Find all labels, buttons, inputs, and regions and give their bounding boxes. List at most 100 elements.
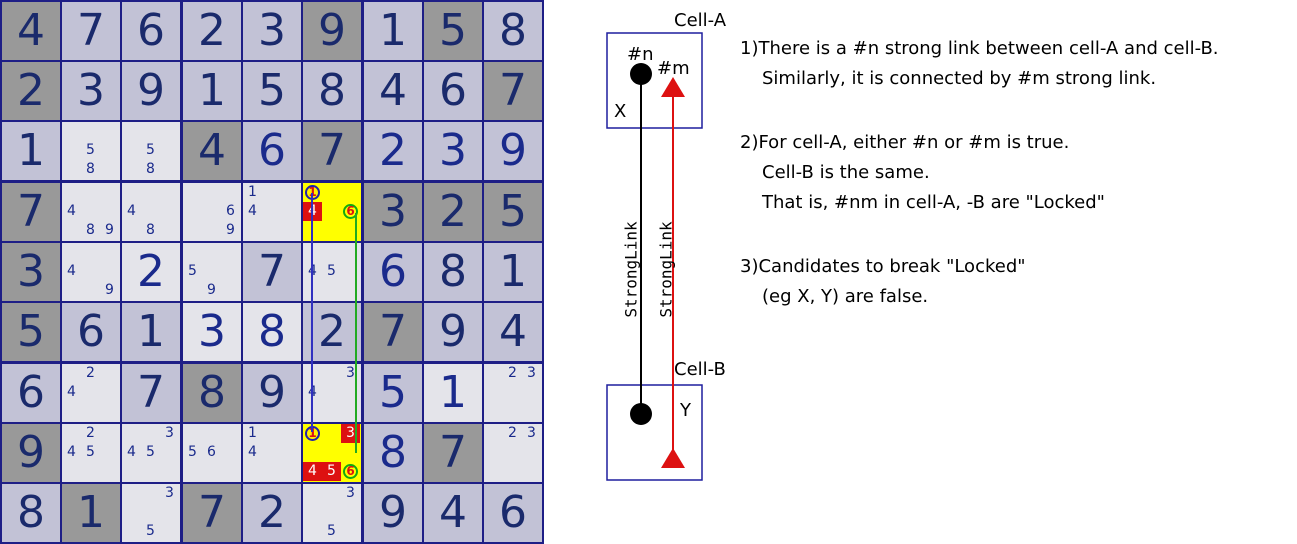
candidate-digit: 5 <box>146 523 155 539</box>
candidate-digit: 8 <box>146 161 155 177</box>
given-cell: 1 <box>183 62 241 120</box>
given-cell: 1 <box>484 243 542 301</box>
explanation-line: Similarly, it is connected by #m strong … <box>762 68 1157 89</box>
candidate-digit: 9 <box>105 222 114 238</box>
candidate-digit: 4 <box>67 444 76 460</box>
x-candidate-label: X <box>614 101 627 122</box>
given-cell: 5 <box>484 183 542 241</box>
given-cell: 9 <box>424 303 482 361</box>
given-cell: 7 <box>364 303 422 361</box>
given-cell: 7 <box>303 122 361 180</box>
candidate-digit: 5 <box>146 444 155 460</box>
candidate-digit: 4 <box>248 203 257 219</box>
given-cell: 7 <box>183 484 241 542</box>
given-cell: 5 <box>424 2 482 60</box>
candidate-digit: 2 <box>508 365 517 381</box>
given-cell: 3 <box>62 62 120 120</box>
given-cell: 2 <box>183 2 241 60</box>
given-cell: 4 <box>484 303 542 361</box>
given-cell: 4 <box>2 2 60 60</box>
solved-cell: 3 <box>183 303 241 361</box>
candidate-digit: 1 <box>248 425 257 441</box>
given-cell: 1 <box>2 122 60 180</box>
m-candidate-label: #m <box>657 58 690 79</box>
given-cell: 3 <box>243 2 301 60</box>
given-cell: 7 <box>243 243 301 301</box>
solved-cell: 6 <box>243 122 301 180</box>
candidate-digit: 2 <box>86 365 95 381</box>
candidate-digit: 5 <box>86 444 95 460</box>
candidate-digit: 5 <box>327 523 336 539</box>
candidate-digit: 6 <box>226 203 235 219</box>
given-cell: 7 <box>484 62 542 120</box>
candidate-digit: 4 <box>248 444 257 460</box>
candidate-digit: 5 <box>146 142 155 158</box>
given-cell: 3 <box>2 243 60 301</box>
candidate-digit: 4 <box>67 203 76 219</box>
given-cell: 9 <box>122 62 180 120</box>
cell-b-n-dot-icon <box>630 403 652 425</box>
candidate-digit: 3 <box>165 425 174 441</box>
solved-cell: 1 <box>424 364 482 422</box>
cell-a-n-dot-icon <box>630 63 652 85</box>
diagram-graphics <box>606 32 703 481</box>
given-cell: 5 <box>243 62 301 120</box>
candidate-digit: 5 <box>86 142 95 158</box>
solved-cell: 6 <box>364 243 422 301</box>
candidate-digit: 1 <box>308 185 317 199</box>
candidate-digit: 3 <box>165 485 174 501</box>
y-candidate-label: Y <box>680 400 691 421</box>
candidate-digit: 5 <box>188 444 197 460</box>
highlighted-candidate: 4 <box>303 462 322 481</box>
candidate-digit: 4 <box>127 444 136 460</box>
cell-b-box <box>606 384 703 481</box>
given-cell: 9 <box>303 2 361 60</box>
given-cell: 6 <box>424 62 482 120</box>
solved-cell: 2 <box>364 122 422 180</box>
given-cell: 5 <box>2 303 60 361</box>
given-cell: 7 <box>2 183 60 241</box>
green-ring-icon <box>343 204 358 219</box>
given-cell: 1 <box>122 303 180 361</box>
given-cell: 4 <box>364 62 422 120</box>
given-cell: 1 <box>364 2 422 60</box>
candidate-digit: 8 <box>86 161 95 177</box>
sudoku-link-overlay <box>311 193 357 453</box>
solved-cell: 8 <box>364 424 422 482</box>
candidate-digit: 3 <box>527 425 536 441</box>
cell-b-label: Cell-B <box>674 359 726 380</box>
given-cell: 8 <box>484 2 542 60</box>
explanation-line: Cell-B is the same. <box>762 162 930 183</box>
explanation-line: 2)For cell-A, either #n or #m is true. <box>740 132 1070 153</box>
solved-cell: 2 <box>122 243 180 301</box>
explanation-line: 1)There is a #n strong link between cell… <box>740 38 1219 59</box>
given-cell: 2 <box>243 484 301 542</box>
given-cell: 1 <box>62 484 120 542</box>
given-cell: 9 <box>364 484 422 542</box>
cell-a-box <box>606 32 703 129</box>
given-cell: 9 <box>2 424 60 482</box>
candidate-digit: 9 <box>226 222 235 238</box>
given-cell: 6 <box>2 364 60 422</box>
candidate-digit: 4 <box>67 384 76 400</box>
explanation-text: 1)There is a #n strong link between cell… <box>740 34 1219 312</box>
candidate-digit: 9 <box>105 282 114 298</box>
strong-link-label-red: StrongLink <box>656 221 676 318</box>
green-ring-icon <box>343 464 358 479</box>
candidate-digit: 6 <box>346 204 355 218</box>
highlighted-candidate: 5 <box>322 462 341 481</box>
given-cell: 6 <box>122 2 180 60</box>
